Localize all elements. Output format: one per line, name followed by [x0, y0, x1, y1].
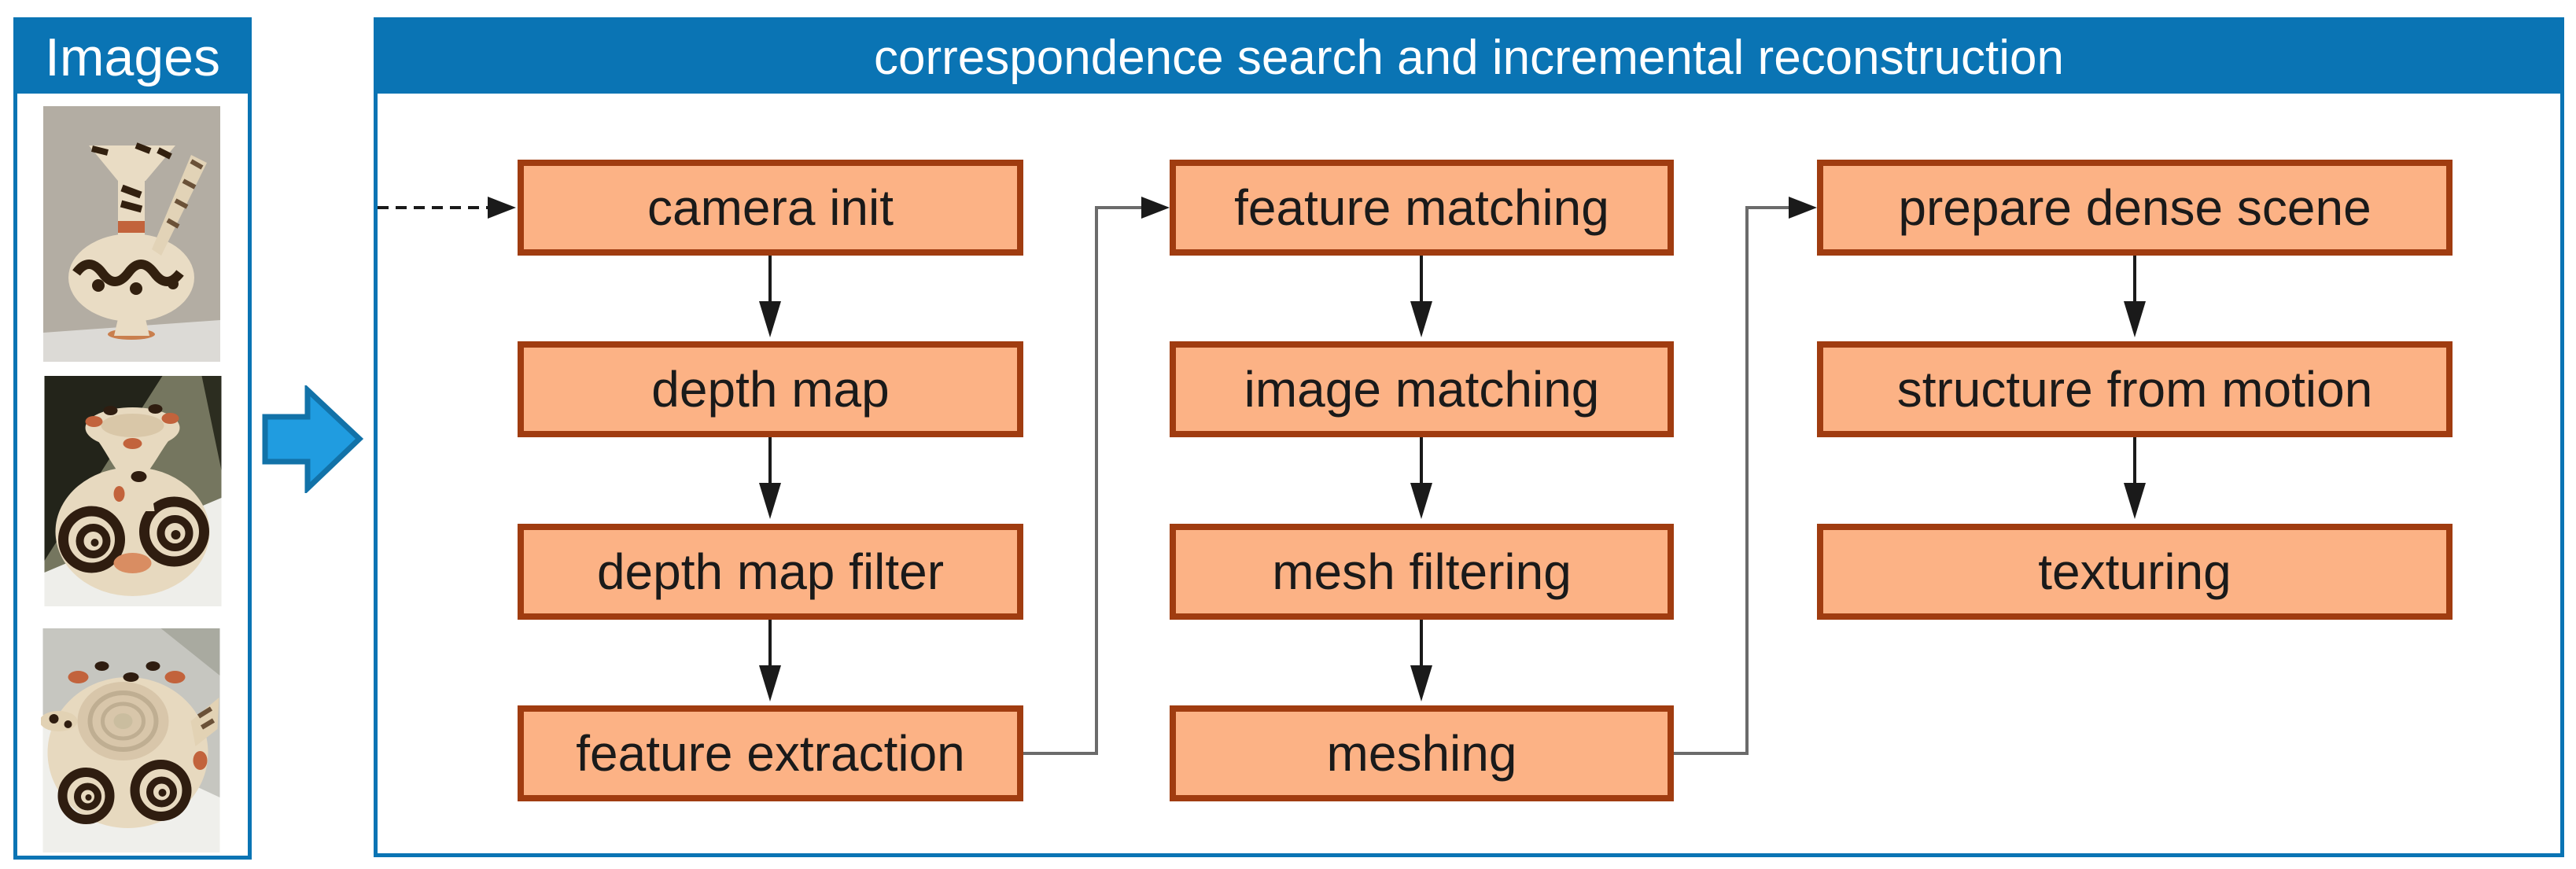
images-panel: Images [13, 17, 252, 860]
node-structure-from-motion: structure from motion [1817, 341, 2453, 437]
node-depth-map: depth map [518, 341, 1023, 437]
down-arrow-icon [1410, 620, 1432, 701]
vessel-photo-three-quarter-view [43, 376, 223, 606]
elbow-connector-meshing-to-prepare-dense-scene [1674, 197, 1817, 755]
down-arrow-icon [2124, 256, 2146, 337]
node-feature-extraction: feature extraction [518, 705, 1023, 801]
node-feature-matching: feature matching [1170, 160, 1674, 256]
elbow-connector-feature-extraction-to-feature-matching [1023, 197, 1170, 755]
node-depth-map-filter: depth map filter [518, 524, 1023, 620]
down-arrow-icon [759, 620, 781, 701]
down-arrow-icon [1410, 256, 1432, 337]
pipeline-panel: correspondence search and incremental re… [374, 17, 2564, 857]
vessel-photo-top-view [41, 628, 222, 852]
dashed-start-arrow-icon [378, 197, 516, 219]
down-arrow-icon [759, 256, 781, 337]
ceramic-vessel-three-quarter-view-photo [44, 376, 222, 606]
node-image-matching: image matching [1170, 341, 1674, 437]
down-arrow-icon [759, 437, 781, 519]
images-panel-header: Images [17, 21, 248, 94]
node-camera-init: camera init [518, 160, 1023, 256]
down-arrow-icon [2124, 437, 2146, 519]
pipeline-title: correspondence search and incremental re… [874, 30, 2064, 85]
vessel-photo-side-view [43, 106, 220, 362]
ceramic-vessel-side-view-photo [43, 106, 220, 362]
node-texturing: texturing [1817, 524, 2453, 620]
ceramic-vessel-top-view-photo [41, 628, 220, 852]
node-meshing: meshing [1170, 705, 1674, 801]
pipeline-header: correspondence search and incremental re… [378, 21, 2560, 94]
images-to-pipeline-arrow-icon [262, 385, 364, 493]
down-arrow-icon [1410, 437, 1432, 519]
images-panel-title: Images [45, 28, 220, 87]
node-mesh-filtering: mesh filtering [1170, 524, 1674, 620]
node-prepare-dense-scene: prepare dense scene [1817, 160, 2453, 256]
